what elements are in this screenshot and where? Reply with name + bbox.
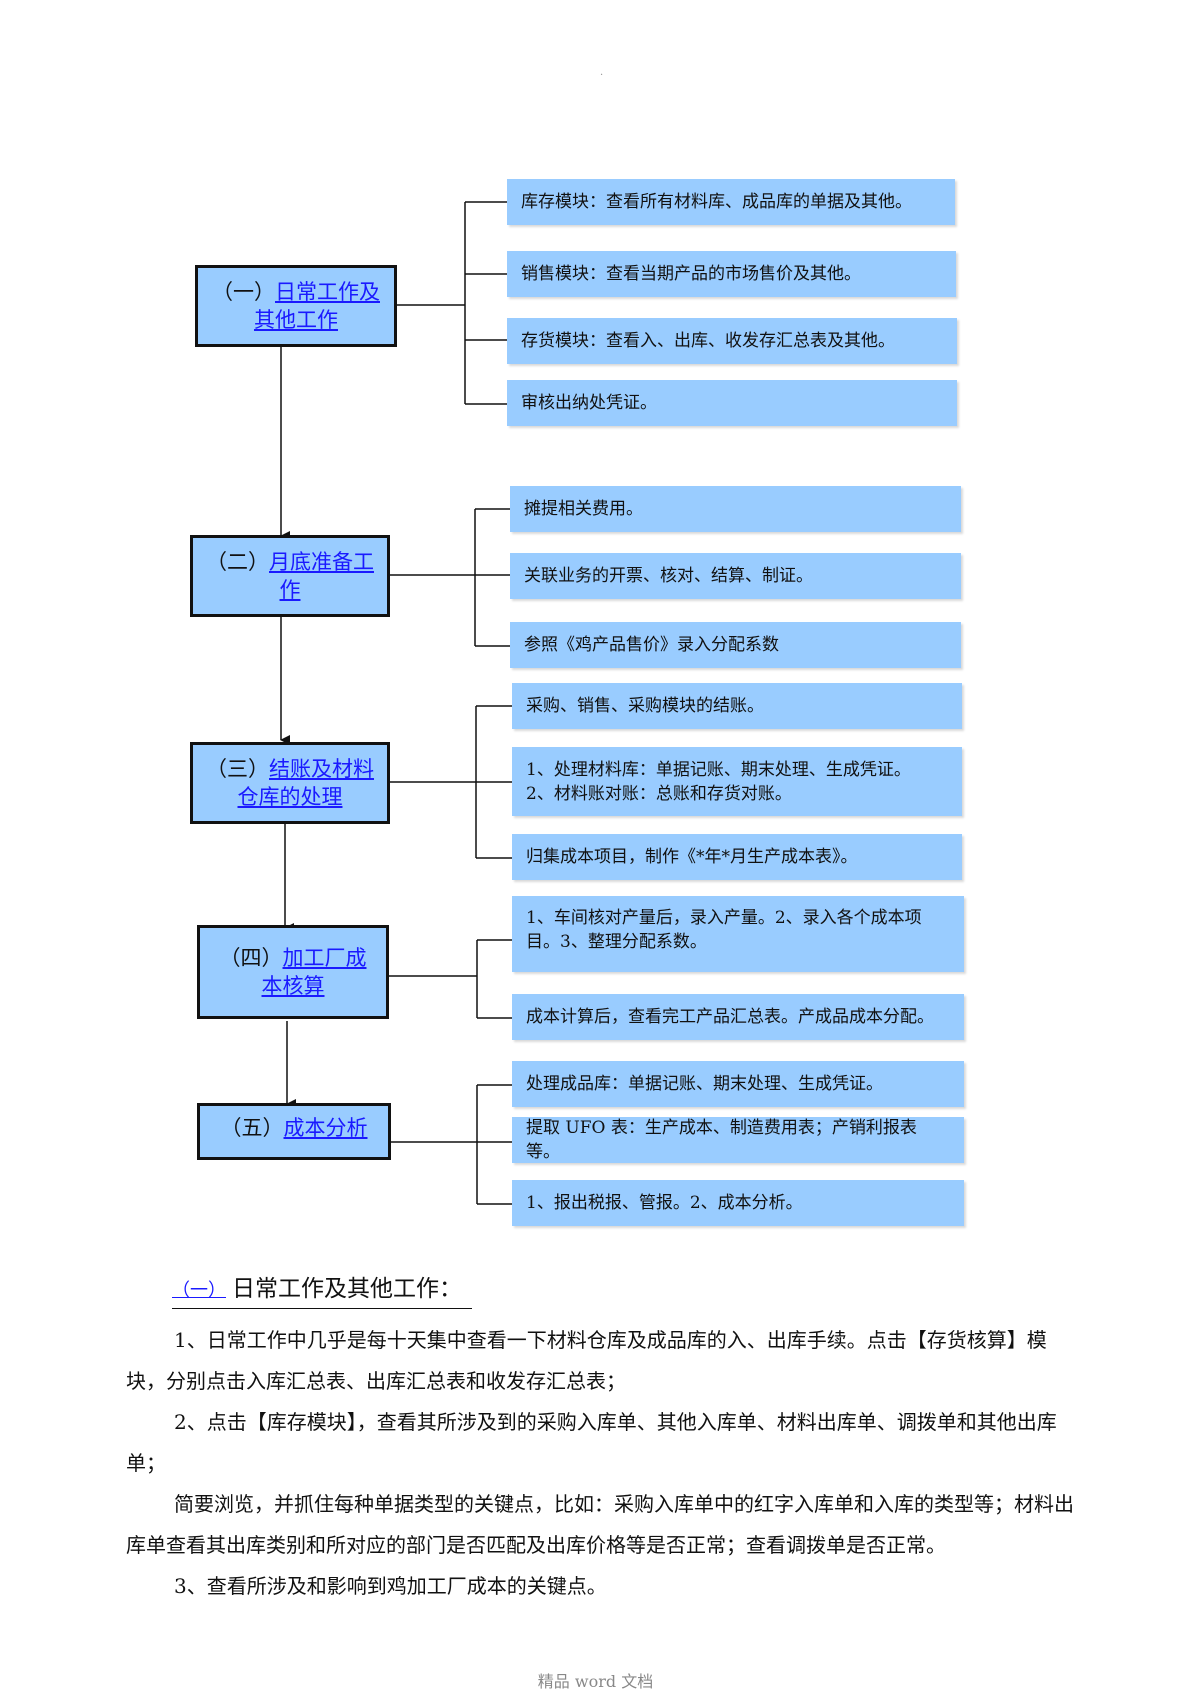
flow-step-1-num: （一） (212, 280, 275, 304)
flow-2-item-3: 参照《鸡产品售价》录入分配系数 (510, 622, 961, 668)
flow-5-item-1: 处理成品库：单据记账、期末处理、生成凭证。 (512, 1061, 964, 1107)
flow-4-item-2: 成本计算后，查看完工产品汇总表。产成品成本分配。 (512, 994, 964, 1040)
paragraph-2: 2、点击【库存模块】，查看其所涉及到的采购入库单、其他入库单、材料出库单、调拨单… (126, 1410, 1057, 1475)
flow-3-item-2-line-1: 1、处理材料库：单据记账、期末处理、生成凭证。 (526, 759, 911, 780)
section-heading: （一） 日常工作及其他工作： (172, 1272, 472, 1309)
flow-3-item-3: 归集成本项目，制作《*年*月生产成本表》。 (512, 834, 962, 880)
flow-1-item-4: 审核出纳处凭证。 (507, 380, 957, 426)
flow-1-item-1: 库存模块：查看所有材料库、成品库的单据及其他。 (507, 179, 955, 225)
top-mark: · (600, 70, 604, 81)
flow-step-5: （五）成本分析 (197, 1103, 391, 1160)
flow-step-3-link-2[interactable]: 仓库的处理 (237, 785, 343, 809)
paragraph-4: 3、查看所涉及和影响到鸡加工厂成本的关键点。 (174, 1574, 607, 1598)
flow-3-item-1: 采购、销售、采购模块的结账。 (512, 683, 962, 729)
flow-step-4-num: （四） (219, 946, 283, 970)
flow-step-1-link-2[interactable]: 其他工作 (254, 308, 338, 332)
section-heading-title: 日常工作及其他工作： (232, 1276, 462, 1302)
flow-step-1: （一）日常工作及其他工作 (195, 265, 397, 347)
flow-3-item-2: 1、处理材料库：单据记账、期末处理、生成凭证。 2、材料账对账：总账和存货对账。 (512, 747, 962, 816)
flow-3-item-2-line-2: 2、材料账对账：总账和存货对账。 (526, 783, 792, 804)
flow-4-item-1-line-1: 1、车间核对产量后，录入产量。2、录入各个成本项 (526, 908, 922, 928)
paragraph-1: 1、日常工作中几乎是每十天集中查看一下材料仓库及成品库的入、出库手续。点击【存货… (126, 1328, 1047, 1393)
flow-1-item-3: 存货模块：查看入、出库、收发存汇总表及其他。 (507, 318, 957, 364)
flow-step-2: （二）月底准备工作 (190, 535, 390, 617)
flow-4-item-1: 1、车间核对产量后，录入产量。2、录入各个成本项 目。3、整理分配系数。 (512, 896, 964, 972)
flow-4-item-1-line-2: 目。3、整理分配系数。 (526, 932, 707, 952)
flow-step-1-link[interactable]: 日常工作及 (275, 280, 380, 304)
flow-step-2-link[interactable]: 月底准备工 (269, 550, 374, 574)
flow-step-5-link[interactable]: 成本分析 (283, 1116, 368, 1140)
flow-5-item-3: 1、报出税报、管报。2、成本分析。 (512, 1180, 964, 1226)
flow-step-3-num: （三） (206, 757, 269, 781)
flow-step-3: （三）结账及材料仓库的处理 (190, 742, 390, 824)
flow-step-4-link[interactable]: 加工厂成 (282, 946, 367, 970)
flow-step-2-num: （二） (206, 550, 269, 574)
flow-1-item-2: 销售模块：查看当期产品的市场售价及其他。 (507, 251, 956, 297)
flow-step-4-link-2[interactable]: 本核算 (261, 974, 325, 998)
flow-step-4: （四）加工厂成本核算 (197, 925, 389, 1019)
flow-step-2-link-2[interactable]: 作 (279, 578, 301, 602)
paragraph-3: 简要浏览，并抓住每种单据类型的关键点，比如：采购入库单中的红字入库单和入库的类型… (126, 1492, 1074, 1557)
section-heading-link[interactable]: （一） (172, 1280, 226, 1301)
page-footer: 精品 word 文档 (537, 1672, 654, 1691)
flow-5-item-2: 提取 UFO 表：生产成本、制造费用表；产销利报表等。 (512, 1117, 964, 1163)
flow-2-item-1: 摊提相关费用。 (510, 486, 961, 532)
flow-step-3-link[interactable]: 结账及材料 (269, 757, 374, 781)
flow-2-item-2: 关联业务的开票、核对、结算、制证。 (510, 553, 961, 599)
flow-step-5-num: （五） (220, 1116, 284, 1140)
